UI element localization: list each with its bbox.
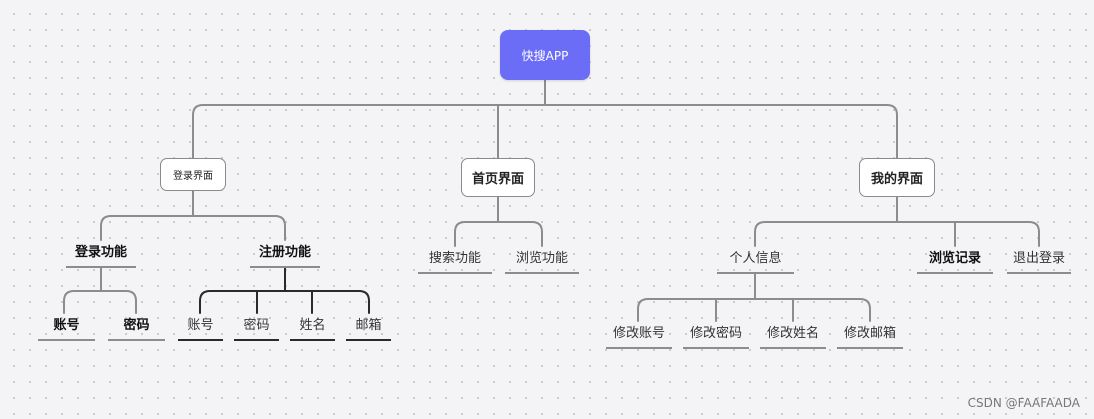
topic-personal-info[interactable]: 个人信息 (717, 246, 794, 274)
connector-home-left (454, 221, 466, 247)
node-login-screen-label: 登录界面 (173, 171, 213, 182)
connector-home-right (531, 221, 543, 247)
connector-register-1 (199, 290, 211, 314)
leaf-login-account[interactable]: 账号 (38, 313, 95, 341)
topic-register-function[interactable]: 注册功能 (250, 240, 320, 268)
topic-login-function-label: 登录功能 (74, 245, 127, 260)
leaf-register-name[interactable]: 姓名 (290, 313, 335, 341)
topic-browse-history-label: 浏览记录 (928, 251, 981, 266)
connector-info-4 (859, 298, 871, 322)
topic-browse-history[interactable]: 浏览记录 (917, 246, 993, 274)
leaf-edit-email[interactable]: 修改邮箱 (837, 321, 903, 349)
connector-root-mine (886, 104, 898, 159)
leaf-login-account-label: 账号 (53, 318, 80, 333)
topic-login-function[interactable]: 登录功能 (66, 240, 136, 268)
node-home-screen[interactable]: 首页界面 (461, 158, 535, 197)
connector-root-login (192, 104, 204, 159)
topic-logout[interactable]: 退出登录 (1007, 246, 1071, 274)
node-my-screen-label: 我的界面 (870, 172, 923, 187)
connector-mine-left (754, 221, 766, 247)
leaf-edit-name-label: 修改姓名 (766, 326, 819, 341)
leaf-edit-password-label: 修改密码 (689, 326, 742, 341)
node-my-screen[interactable]: 我的界面 (859, 158, 935, 197)
leaf-edit-email-label: 修改邮箱 (843, 326, 896, 341)
leaf-register-password-label: 密码 (243, 318, 270, 333)
node-home-screen-label: 首页界面 (471, 172, 524, 187)
topic-browse-function-label: 浏览功能 (515, 251, 568, 266)
topic-logout-label: 退出登录 (1012, 251, 1065, 266)
connector-mine-right (1028, 221, 1040, 247)
leaf-login-password[interactable]: 密码 (108, 313, 165, 341)
topic-search-function-label: 搜索功能 (428, 251, 481, 266)
connector-login-left (100, 215, 112, 241)
topic-browse-function[interactable]: 浏览功能 (505, 246, 579, 274)
node-login-screen[interactable]: 登录界面 (160, 158, 226, 191)
leaf-login-password-label: 密码 (123, 318, 150, 333)
watermark: CSDN @FAAFAADA (967, 396, 1080, 410)
topic-search-function[interactable]: 搜索功能 (418, 246, 492, 274)
root-node[interactable]: 快搜APP (500, 30, 590, 80)
connector-info-1 (637, 298, 649, 322)
topic-register-function-label: 注册功能 (258, 245, 311, 260)
connector-login-right (274, 215, 286, 241)
connector-register-4 (358, 290, 370, 314)
leaf-register-password[interactable]: 密码 (234, 313, 279, 341)
connector-loginfn-right (125, 290, 137, 314)
topic-personal-info-label: 个人信息 (729, 251, 782, 266)
connector-loginfn-left (63, 290, 75, 314)
leaf-register-name-label: 姓名 (299, 318, 326, 333)
leaf-register-email-label: 邮箱 (355, 318, 382, 333)
root-label: 快搜APP (521, 48, 569, 63)
leaf-register-account-label: 账号 (187, 318, 214, 333)
leaf-register-account[interactable]: 账号 (178, 313, 223, 341)
leaf-edit-password[interactable]: 修改密码 (683, 321, 749, 349)
leaf-edit-account-label: 修改账号 (612, 326, 665, 341)
leaf-edit-account[interactable]: 修改账号 (606, 321, 672, 349)
leaf-register-email[interactable]: 邮箱 (346, 313, 391, 341)
leaf-edit-name[interactable]: 修改姓名 (760, 321, 826, 349)
